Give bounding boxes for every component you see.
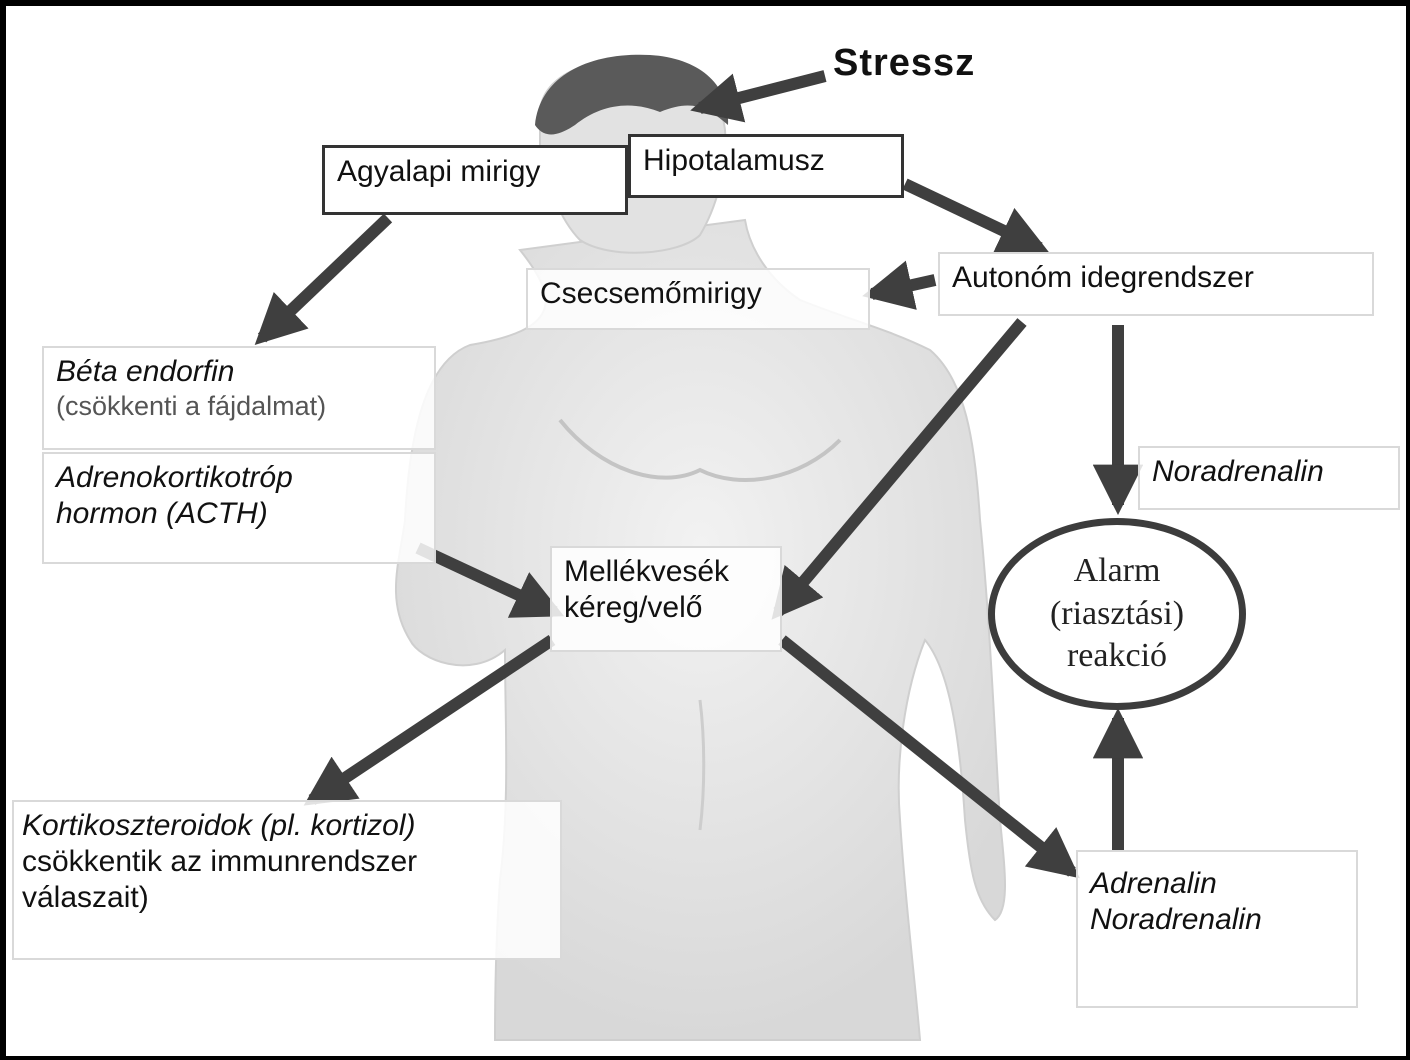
stressz-title: Stressz	[833, 42, 975, 85]
acth-box: Adrenokortikotróp hormon (ACTH)	[42, 452, 436, 564]
alarm-line2: (riasztási)	[1050, 593, 1184, 636]
autonom-idegrendszer-box: Autonóm idegrendszer	[938, 252, 1374, 316]
csecsemomirigy-label: Csecsemőmirigy	[540, 277, 762, 310]
kortikoszteroidok-line1: Kortikoszteroidok (pl. kortizol)	[22, 808, 548, 844]
csecsemomirigy-box: Csecsemőmirigy	[526, 268, 870, 330]
alarm-reakcio-ellipse: Alarm (riasztási) reakció	[988, 518, 1246, 710]
mellekvesek-label-line1: Mellékvesék	[564, 554, 768, 590]
agyalapi-mirigy-label: Agyalapi mirigy	[337, 155, 540, 188]
acth-label-line1: Adrenokortikotróp	[56, 460, 422, 496]
beta-endorfin-box: Béta endorfin (csökkenti a fájdalmat)	[42, 346, 436, 450]
alarm-line1: Alarm	[1050, 550, 1184, 593]
hipotalamusz-box: Hipotalamusz	[628, 134, 904, 198]
adrenalin-label: Adrenalin	[1090, 866, 1344, 902]
kortikoszteroidok-box: Kortikoszteroidok (pl. kortizol) csökken…	[12, 800, 562, 960]
noradrenalin-label: Noradrenalin	[1152, 455, 1324, 488]
hipotalamusz-label: Hipotalamusz	[643, 144, 825, 177]
adrenalin-box: Adrenalin Noradrenalin	[1076, 850, 1358, 1008]
arrow-hipotalamusz-to-autonom	[905, 184, 1040, 248]
kortikoszteroidok-line2: csökkentik az immunrendszer	[22, 844, 548, 880]
adrenalin-noradrenalin-label: Noradrenalin	[1090, 902, 1344, 938]
noradrenalin-box: Noradrenalin	[1138, 446, 1400, 510]
alarm-line3: reakció	[1050, 635, 1184, 678]
kortikoszteroidok-line3: válaszait)	[22, 880, 548, 916]
beta-endorfin-note: (csökkenti a fájdalmat)	[56, 390, 422, 422]
acth-label-line2: hormon (ACTH)	[56, 496, 422, 532]
arrow-agyalapi-to-beta	[262, 218, 388, 338]
agyalapi-mirigy-box: Agyalapi mirigy	[322, 145, 628, 215]
autonom-idegrendszer-label: Autonóm idegrendszer	[952, 261, 1254, 294]
arrow-autonom-to-csecsemo	[872, 280, 935, 294]
mellekvesek-box: Mellékvesék kéreg/velő	[550, 546, 782, 652]
mellekvesek-label-line2: kéreg/velő	[564, 590, 768, 626]
beta-endorfin-label: Béta endorfin	[56, 354, 422, 390]
